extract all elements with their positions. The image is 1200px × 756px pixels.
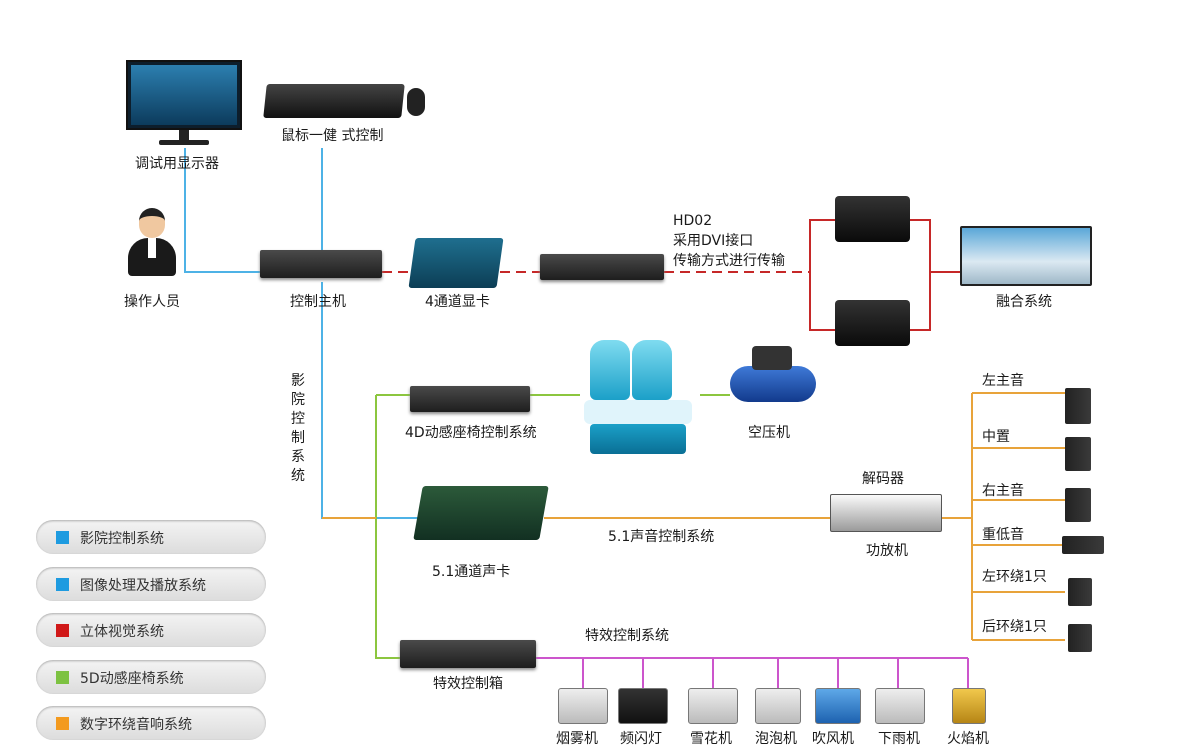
effect-label-5: 下雨机 bbox=[878, 731, 920, 747]
legend-item-cinema: 影院控制系统 bbox=[36, 520, 266, 554]
air-compressor-label: 空压机 bbox=[748, 425, 790, 441]
effect-label-1: 频闪灯 bbox=[620, 731, 662, 747]
hd-line2: 采用DVI接口 bbox=[673, 233, 754, 249]
sound-card-device bbox=[413, 486, 549, 540]
decoder-label: 解码器 bbox=[862, 471, 904, 487]
seat-controller-device bbox=[410, 386, 530, 412]
effect-label-2: 雪花机 bbox=[690, 731, 732, 747]
motion-seats bbox=[580, 340, 698, 458]
speaker-label-2: 右主音 bbox=[982, 483, 1024, 499]
effect-label-3: 泡泡机 bbox=[755, 731, 797, 747]
legend-label: 图像处理及播放系统 bbox=[80, 578, 206, 594]
subwoofer bbox=[1062, 536, 1104, 554]
effect-label-0: 烟雾机 bbox=[556, 731, 598, 747]
speaker-label-1: 中置 bbox=[982, 429, 1010, 445]
snow-machine bbox=[688, 688, 738, 724]
sound-card-label: 5.1通道声卡 bbox=[432, 564, 511, 580]
host-device bbox=[260, 250, 382, 278]
monitor-device bbox=[126, 60, 242, 150]
operator-icon bbox=[128, 208, 176, 278]
monitor-label: 调试用显示器 bbox=[135, 156, 219, 172]
speaker-label-4: 左环绕1只 bbox=[982, 569, 1047, 585]
legend-swatch bbox=[56, 671, 69, 684]
projector-top bbox=[835, 196, 910, 242]
air-compressor bbox=[730, 346, 816, 416]
host-label: 控制主机 bbox=[290, 294, 346, 310]
legend-label: 影院控制系统 bbox=[80, 531, 164, 547]
gpu-label: 4通道显卡 bbox=[425, 294, 490, 310]
fusion-screen bbox=[960, 226, 1092, 286]
speaker-center bbox=[1065, 437, 1091, 471]
strobe-light bbox=[618, 688, 668, 724]
keyboard-label: 鼠标一健 式控制 bbox=[281, 128, 384, 144]
keyboard-device bbox=[263, 80, 425, 120]
cinema-vertical-label: 影院控制系统 bbox=[291, 373, 305, 484]
speaker-left-surround bbox=[1068, 578, 1092, 606]
legend-item-image: 图像处理及播放系统 bbox=[36, 567, 266, 601]
speaker-label-3: 重低音 bbox=[982, 527, 1024, 543]
speaker-label-0: 左主音 bbox=[982, 373, 1024, 389]
legend-swatch bbox=[56, 531, 69, 544]
sound-system-label: 5.1声音控制系统 bbox=[608, 529, 715, 545]
legend-item-audio: 数字环绕音响系统 bbox=[36, 706, 266, 740]
flame-machine bbox=[952, 688, 986, 724]
speaker-rear-surround bbox=[1068, 624, 1092, 652]
fan-machine bbox=[815, 688, 861, 724]
hd-device bbox=[540, 254, 664, 280]
legend-label: 数字环绕音响系统 bbox=[80, 717, 192, 733]
speaker-right-main bbox=[1065, 488, 1091, 522]
effects-system-label: 特效控制系统 bbox=[585, 628, 669, 644]
smoke-machine bbox=[558, 688, 608, 724]
rain-machine bbox=[875, 688, 925, 724]
legend-item-seat: 5D动感座椅系统 bbox=[36, 660, 266, 694]
speaker-left-main bbox=[1065, 388, 1091, 424]
effects-box-device bbox=[400, 640, 536, 668]
legend-item-stereo: 立体视觉系统 bbox=[36, 613, 266, 647]
amplifier-device bbox=[830, 494, 942, 532]
legend-swatch bbox=[56, 578, 69, 591]
legend-label: 5D动感座椅系统 bbox=[80, 671, 184, 687]
legend-label: 立体视觉系统 bbox=[80, 624, 164, 640]
effect-label-4: 吹风机 bbox=[812, 731, 854, 747]
gpu-device bbox=[408, 238, 504, 288]
speaker-label-5: 后环绕1只 bbox=[982, 619, 1047, 635]
legend-swatch bbox=[56, 717, 69, 730]
seat-controller-label: 4D动感座椅控制系统 bbox=[405, 425, 537, 441]
fusion-label: 融合系统 bbox=[996, 294, 1052, 310]
legend-swatch bbox=[56, 624, 69, 637]
projector-bottom bbox=[835, 300, 910, 346]
bubble-machine bbox=[755, 688, 801, 724]
operator-label: 操作人员 bbox=[124, 294, 180, 310]
effect-label-6: 火焰机 bbox=[947, 731, 989, 747]
effects-box-label: 特效控制箱 bbox=[433, 676, 503, 692]
amplifier-label: 功放机 bbox=[866, 543, 908, 559]
hd-line3: 传输方式进行传输 bbox=[673, 253, 785, 269]
hd-line1: HD02 bbox=[673, 213, 713, 229]
